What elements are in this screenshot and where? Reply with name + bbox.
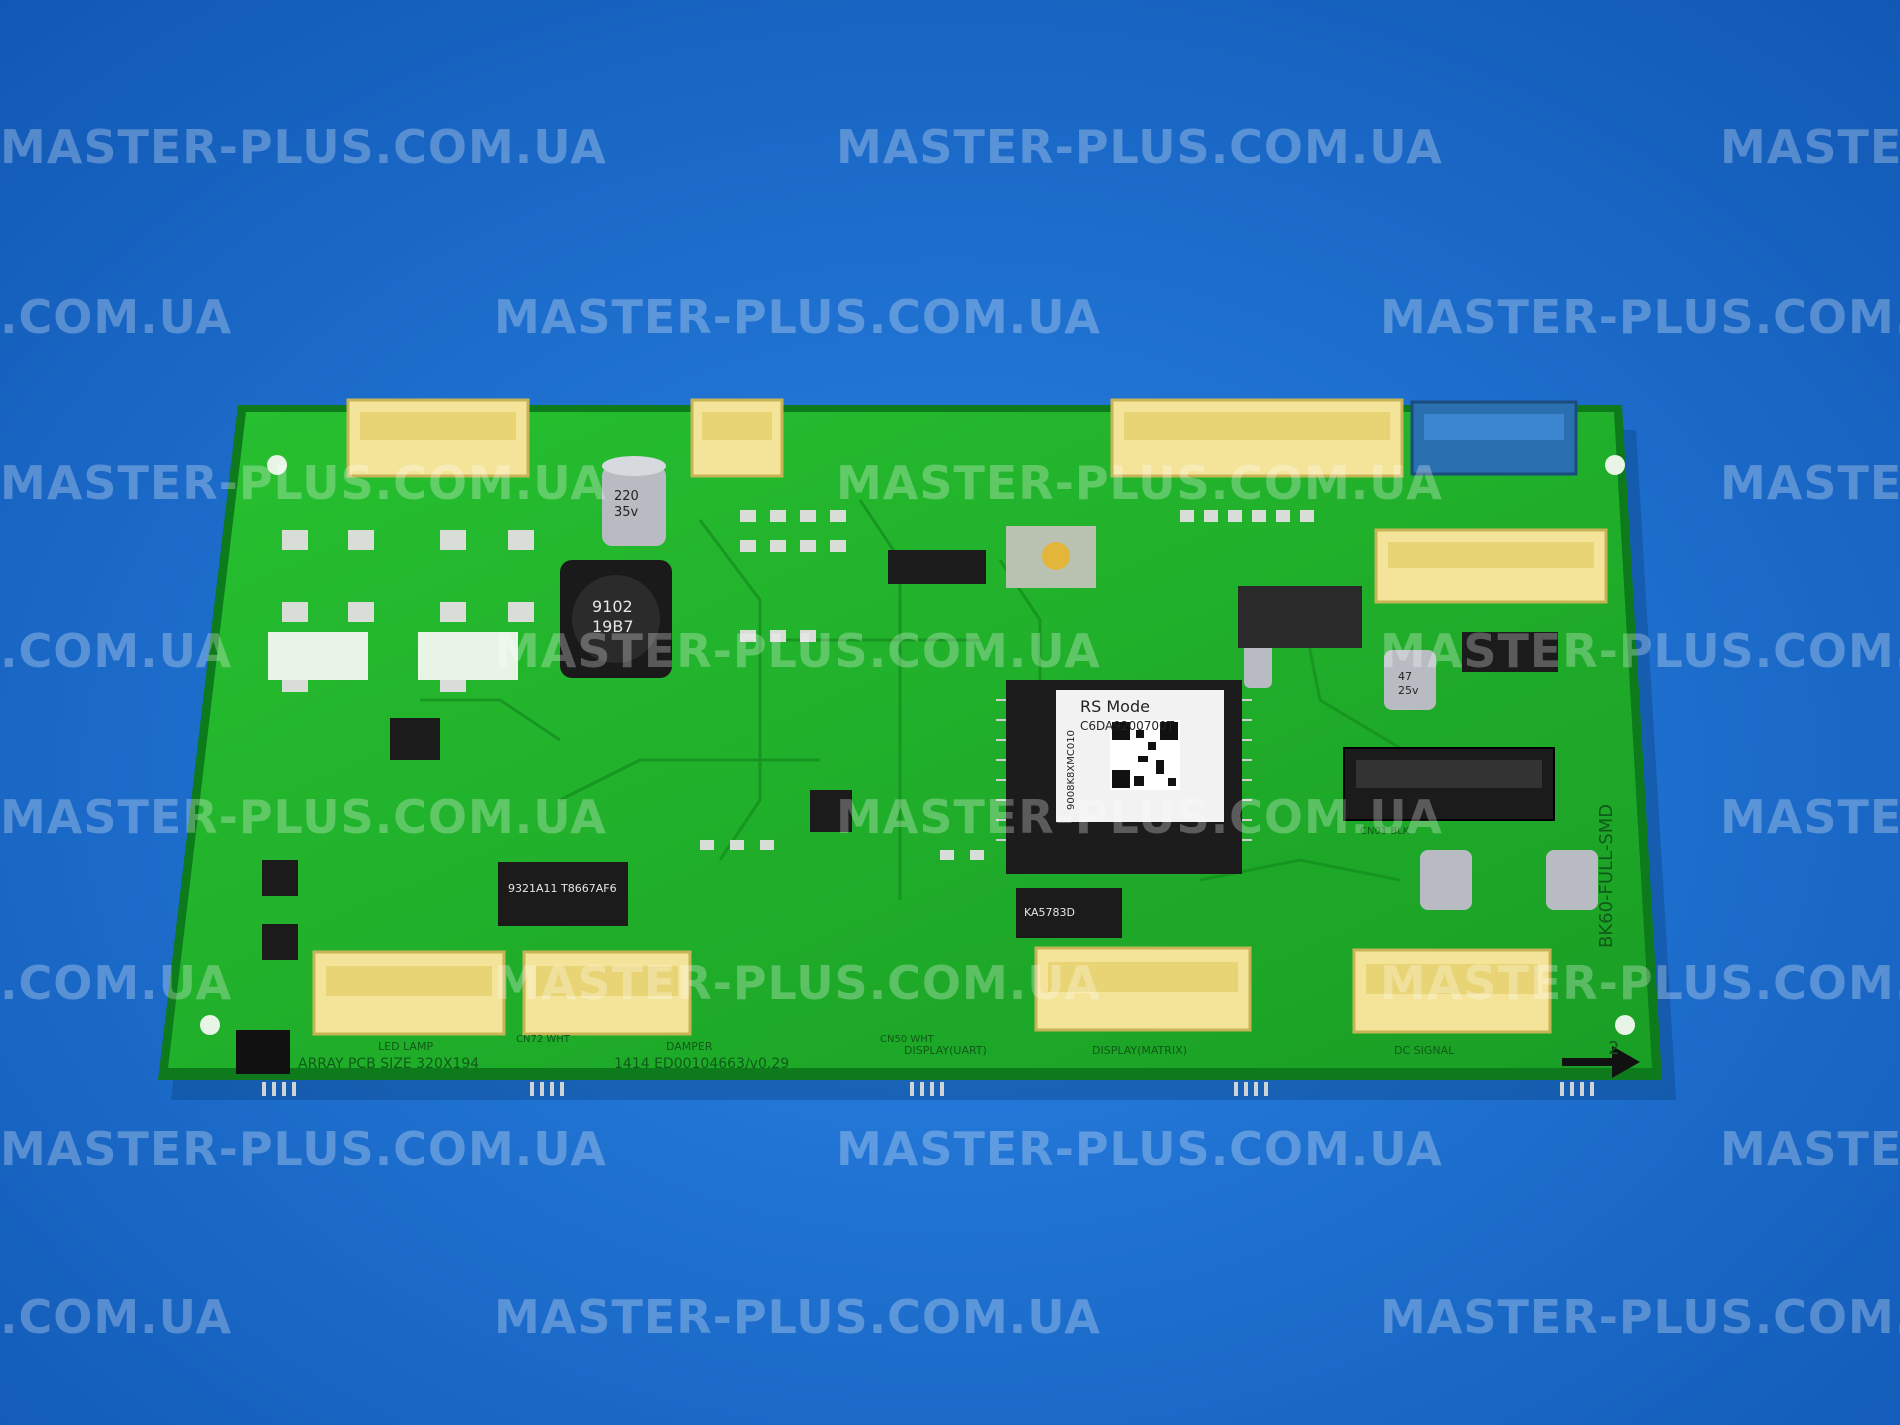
mount-hole <box>200 1015 220 1035</box>
connector-label-cn72: CN72 WHT <box>516 1034 571 1045</box>
watermark-text: MASTER-PLUS.COM.UA <box>1380 290 1900 344</box>
small-cap-voltage: 25v <box>1398 684 1419 697</box>
sticker-line-2: C6DA9200700T <box>1080 719 1175 733</box>
watermark-text: MASTER-PLUS.COM.UA <box>0 1122 607 1176</box>
watermark-text: MASTER-PLUS.COM.UA <box>0 120 607 174</box>
small-cap-value: 47 <box>1398 670 1412 683</box>
number-mark: 2 <box>1608 1038 1619 1059</box>
top-connectors <box>346 398 1578 478</box>
bottom-connectors <box>312 946 1552 1036</box>
watermark-text: MASTER-PLUS.COM.UA <box>836 1122 1443 1176</box>
array-label: ARRAY PCB SIZE 320X194 <box>298 1056 479 1072</box>
large-cap-voltage: 35v <box>614 505 639 520</box>
ic-chips <box>262 550 1558 960</box>
watermark-text: MASTER-PLUS.COM.UA <box>0 456 607 510</box>
large-capacitor <box>602 466 666 546</box>
connector-label-cn01: CN01 BLK <box>1360 826 1410 837</box>
large-cap-value: 220 <box>614 489 639 504</box>
board-cutout <box>418 632 518 680</box>
qr-code <box>1110 720 1180 790</box>
inductor-code-1: 9102 <box>592 597 633 616</box>
solder-pads <box>282 510 1314 860</box>
connector-label-dc: DC SIGNAL <box>1394 1044 1455 1057</box>
watermark-text: MASTER-PLUS.COM.UA <box>494 624 1101 678</box>
watermark-text: MASTER-PLUS.COM.UA <box>836 120 1443 174</box>
watermark-text: MASTE <box>1720 790 1900 844</box>
watermark-text: MASTER-PLUS.COM.UA <box>1380 956 1900 1010</box>
mount-hole <box>1605 455 1625 475</box>
chip-label-2: KA5783D <box>1024 906 1075 919</box>
connector-label-uart: DISPLAY(UART) <box>904 1044 987 1057</box>
mcu-pins <box>996 699 1252 841</box>
watermark-text: MASTE <box>1720 456 1900 510</box>
connector-label-matrix: DISPLAY(MATRIX) <box>1092 1044 1187 1057</box>
watermark-text: .COM.UA <box>0 290 233 344</box>
connector-label-damper: DAMPER <box>666 1040 713 1053</box>
watermark-text: MASTER-PLUS.COM.UA <box>494 290 1101 344</box>
inductor-code-2: 19B7 <box>592 617 634 636</box>
watermark-text: MASTE <box>1720 1122 1900 1176</box>
model-label: BK60-FULL-SMD <box>1596 804 1617 948</box>
small-capacitors <box>1244 640 1598 910</box>
arrow-mark <box>1562 1046 1640 1078</box>
watermark-text: MASTER-PLUS.COM.UA <box>1380 624 1900 678</box>
mount-hole <box>1615 1015 1635 1035</box>
fiducial-square <box>236 1030 290 1074</box>
watermark-text: MASTER-PLUS.COM.UA <box>494 1290 1101 1344</box>
watermark-text: .COM.UA <box>0 1290 233 1344</box>
watermark-text: MASTER-PLUS.COM.UA <box>836 456 1443 510</box>
connector-label-cn50: CN50 WHT <box>880 1034 935 1045</box>
chip-label-1: 9321A11 T8667AF6 <box>508 882 617 895</box>
sticker-vertical: 9008K8XMC010 <box>1066 730 1077 810</box>
watermark-text: MASTER-PLUS.COM.UA <box>494 956 1101 1010</box>
edge-pins <box>262 1082 1594 1096</box>
board-cutout <box>268 632 368 680</box>
watermark-text: MASTER-PLUS.COM.UA <box>836 790 1443 844</box>
watermark-text: MASTER-PLUS.COM.UA <box>1380 1290 1900 1344</box>
connector-label-led: LED LAMP <box>378 1040 433 1053</box>
watermark-text: .COM.UA <box>0 624 233 678</box>
mount-hole <box>267 455 287 475</box>
serial-label: 1414 ED00104663/v0.29 <box>614 1056 789 1072</box>
watermark-text: MASTE <box>1720 120 1900 174</box>
watermark-text: MASTER-PLUS.COM.UA <box>0 790 607 844</box>
watermark-text: .COM.UA <box>0 956 233 1010</box>
sticker-line-1: RS Mode <box>1080 697 1150 716</box>
